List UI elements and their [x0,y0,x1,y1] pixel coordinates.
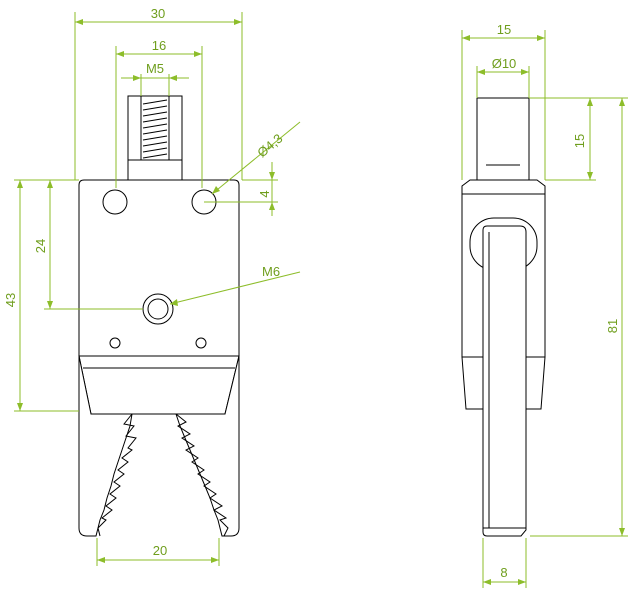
side-collar [461,179,546,195]
side-dimensions: 15 Ø10 15 81 8 [461,22,628,588]
front-jaw-right [175,355,240,537]
side-shaft [476,97,530,181]
dim-body-height: 43 [3,293,18,307]
dim-side-total-height: 81 [605,319,620,333]
front-main-body [78,179,240,357]
front-jaw-left [78,355,133,537]
dim-center-thread: M6 [262,264,280,279]
dim-jaw-opening: 20 [153,543,167,558]
serration-right [175,413,229,537]
dim-hole-offset: 4 [257,190,272,197]
dim-front-width: 30 [151,6,165,21]
dim-front-inner: 16 [152,38,166,53]
front-dimensions: 30 16 M5 Ø4,3 4 M6 2 [3,6,301,566]
pin-right [195,337,207,349]
serration-left [97,413,137,537]
dim-shaft-height: 15 [572,134,587,148]
front-lower-block [78,355,240,415]
side-view [461,97,546,537]
stud-thread-lines [128,96,182,161]
mounting-hole-left [102,189,128,215]
dim-hole-diameter: Ø4,3 [254,131,285,161]
dim-jaw-thickness: 8 [500,565,507,580]
side-jaw-blade [482,225,527,537]
center-thread-hole-inner [147,298,169,320]
dim-center-hole-height: 24 [33,239,48,253]
dim-shaft-diameter: Ø10 [492,56,517,71]
pin-left [109,337,121,349]
dim-side-width: 15 [497,22,511,37]
front-view [78,95,240,537]
dim-thread-top: M5 [146,61,164,76]
